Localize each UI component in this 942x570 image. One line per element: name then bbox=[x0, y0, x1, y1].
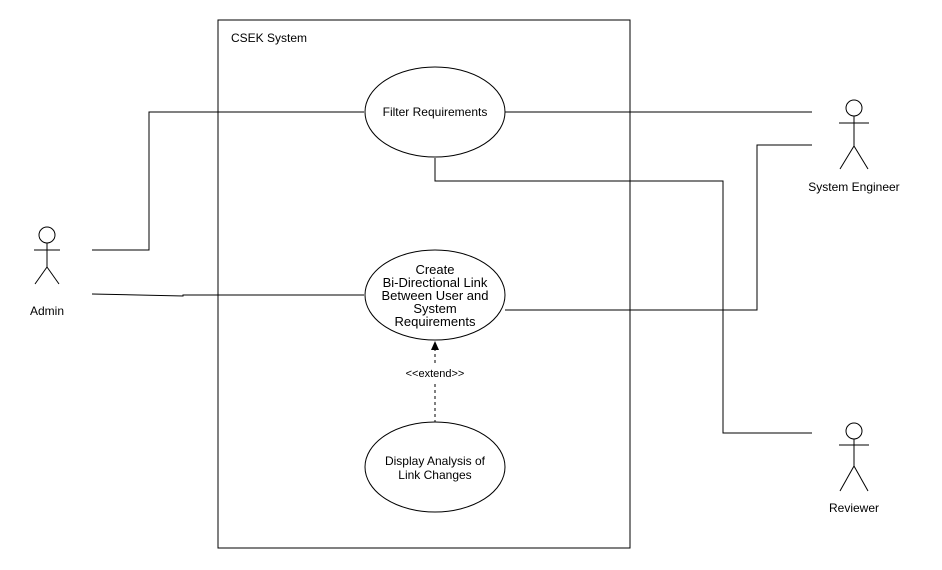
use-case-filter-requirements bbox=[364, 66, 506, 158]
use-case-display-analysis-label: Display Analysis of Link Changes bbox=[384, 454, 486, 482]
actor-admin-figure bbox=[34, 226, 60, 285]
actor-reviewer-label: Reviewer bbox=[828, 501, 879, 515]
actor-admin-label: Admin bbox=[29, 304, 64, 318]
system-title: CSEK System bbox=[231, 31, 308, 45]
actor-system-engineer-figure bbox=[839, 99, 869, 170]
association-filter-reviewer bbox=[434, 158, 812, 434]
extend-label: <<extend>> bbox=[405, 368, 465, 380]
use-case-create-link-label: Create Bi-Directional Link Between User … bbox=[381, 261, 489, 329]
actor-reviewer-figure bbox=[839, 422, 869, 492]
association-create-link-system-engineer bbox=[505, 144, 812, 311]
actor-system-engineer-label: System Engineer bbox=[808, 180, 900, 194]
association-admin-create-link bbox=[91, 293, 364, 297]
system-boundary bbox=[217, 19, 631, 549]
use-case-display-analysis bbox=[364, 421, 506, 513]
extend-label-bg bbox=[402, 366, 470, 382]
extend-arrowhead bbox=[431, 341, 439, 350]
use-case-create-link bbox=[364, 249, 506, 341]
use-case-filter-label: Filter Requirements bbox=[382, 105, 488, 119]
association-admin-filter bbox=[92, 111, 364, 251]
